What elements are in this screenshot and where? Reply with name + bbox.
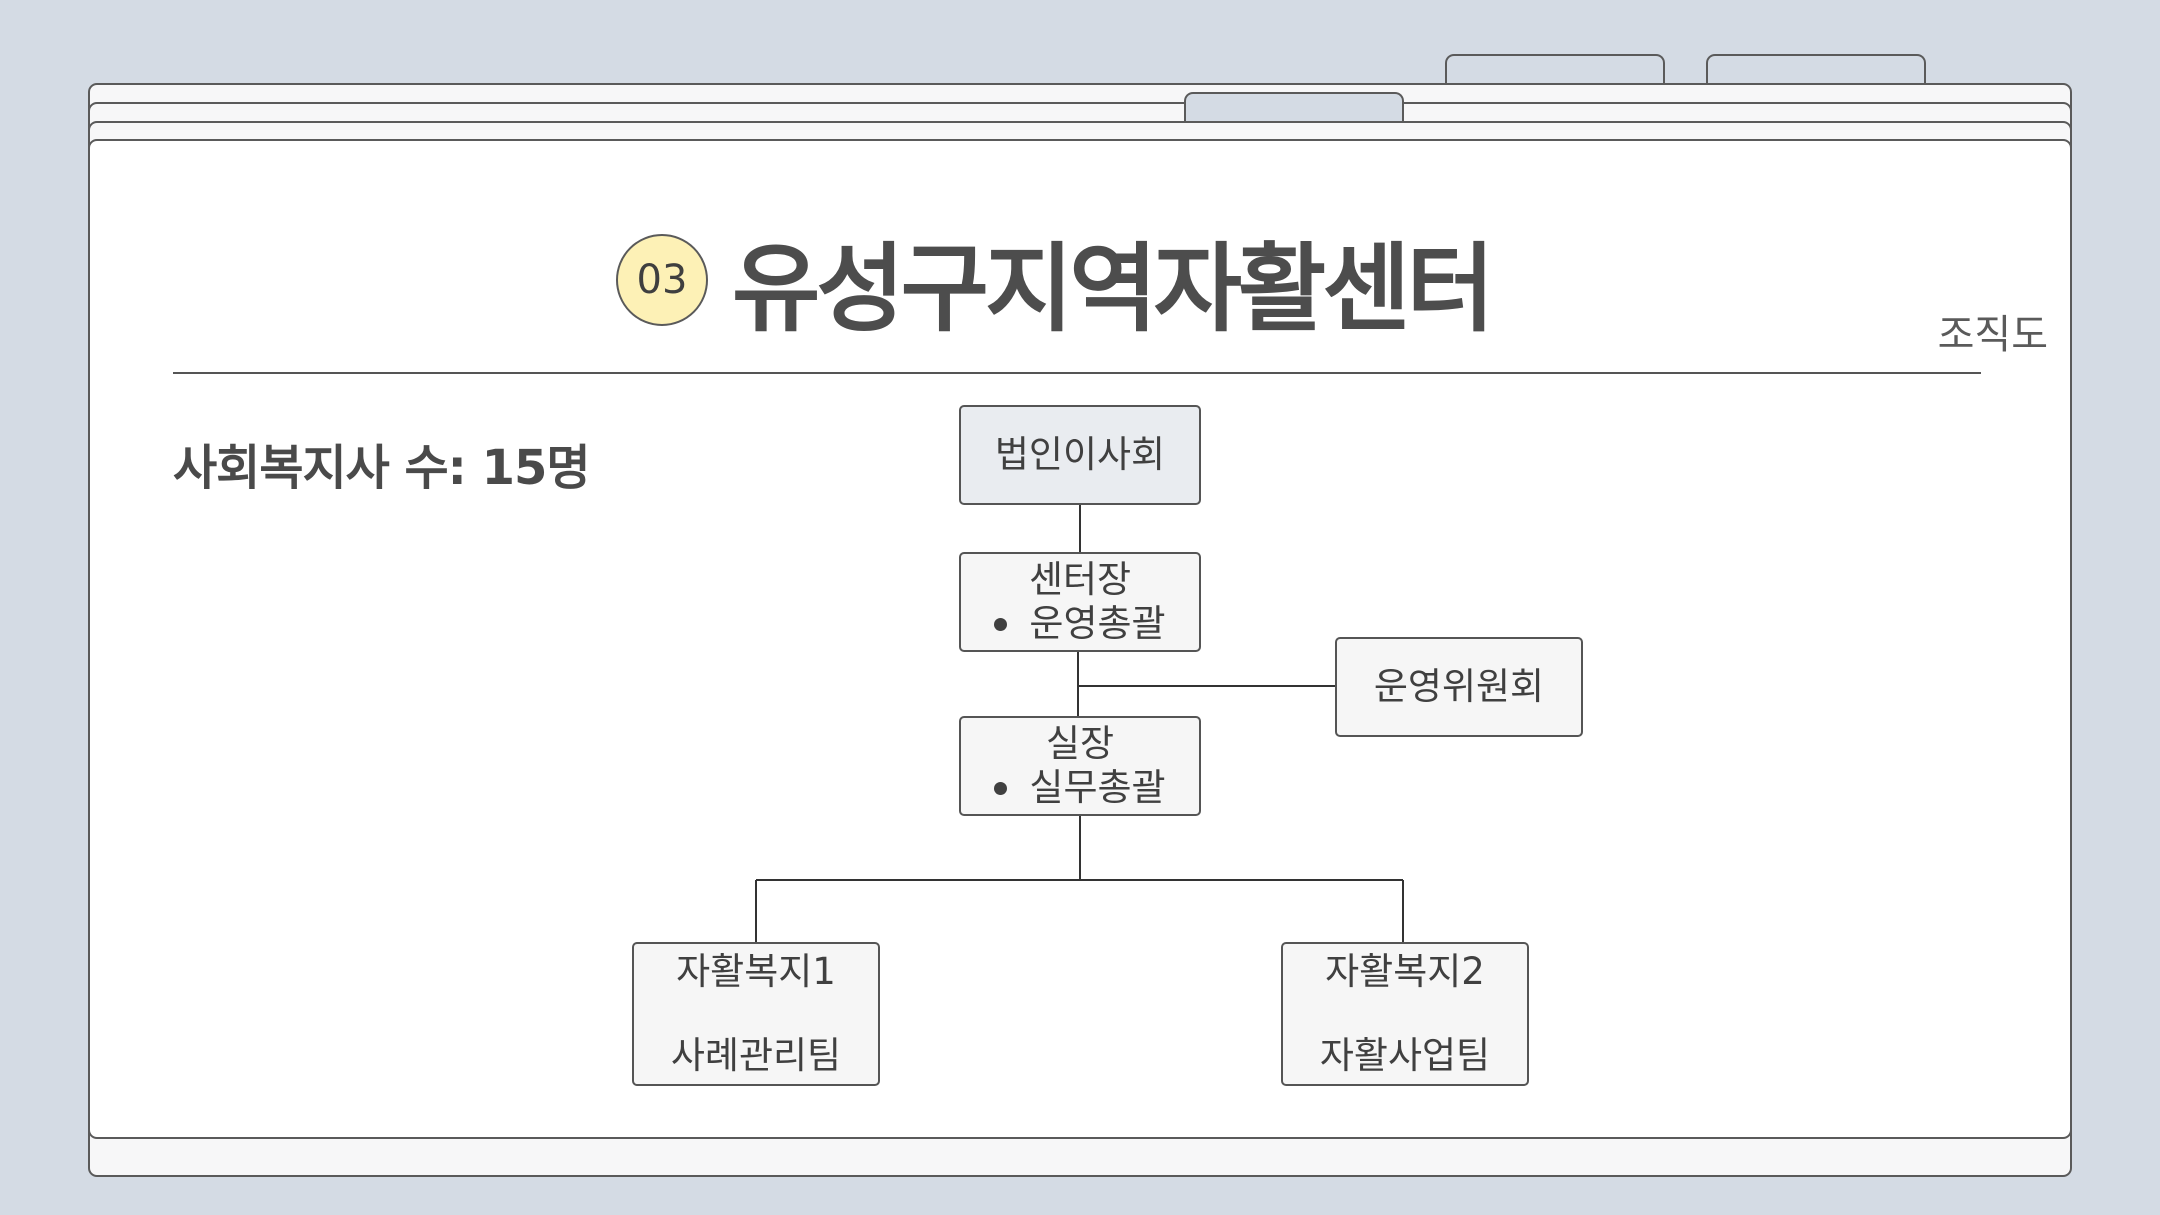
section-label: 조직도 (1937, 312, 2048, 358)
org-node-board-label: 법인이사회 (994, 433, 1166, 476)
org-node-team1: 자활복지1 사례관리팀 (632, 942, 880, 1086)
org-node-council: 운영위원회 (1335, 637, 1583, 737)
social-worker-count: 사회복지사 수: 15명 (173, 440, 591, 496)
title-divider (173, 372, 1981, 374)
org-node-team2: 자활복지2 자활사업팀 (1281, 942, 1529, 1086)
org-node-chief-title: 실장 (1045, 722, 1115, 765)
org-node-center-director: 센터장 운영총괄 (959, 552, 1201, 652)
title-group: 03 유성구지역자활센터 (616, 225, 1495, 345)
org-node-chief: 실장 실무총괄 (959, 716, 1201, 816)
org-node-team1-title: 자활복지1 (676, 950, 836, 993)
org-node-council-label: 운영위원회 (1373, 665, 1545, 708)
page-title: 유성구지역자활센터 (732, 232, 1495, 345)
bullet-icon (994, 781, 1008, 795)
org-node-center-director-title: 센터장 (1028, 558, 1132, 601)
bullet-icon (994, 617, 1008, 631)
org-node-center-director-duty: 운영총괄 (1029, 602, 1166, 645)
org-node-chief-duty: 실무총괄 (1029, 766, 1166, 809)
org-node-board: 법인이사회 (959, 405, 1201, 505)
org-node-team2-title: 자활복지2 (1325, 950, 1485, 993)
org-node-team1-team: 사례관리팀 (670, 1034, 842, 1077)
org-node-team2-team: 자활사업팀 (1319, 1034, 1491, 1077)
section-number-badge: 03 (616, 234, 708, 326)
